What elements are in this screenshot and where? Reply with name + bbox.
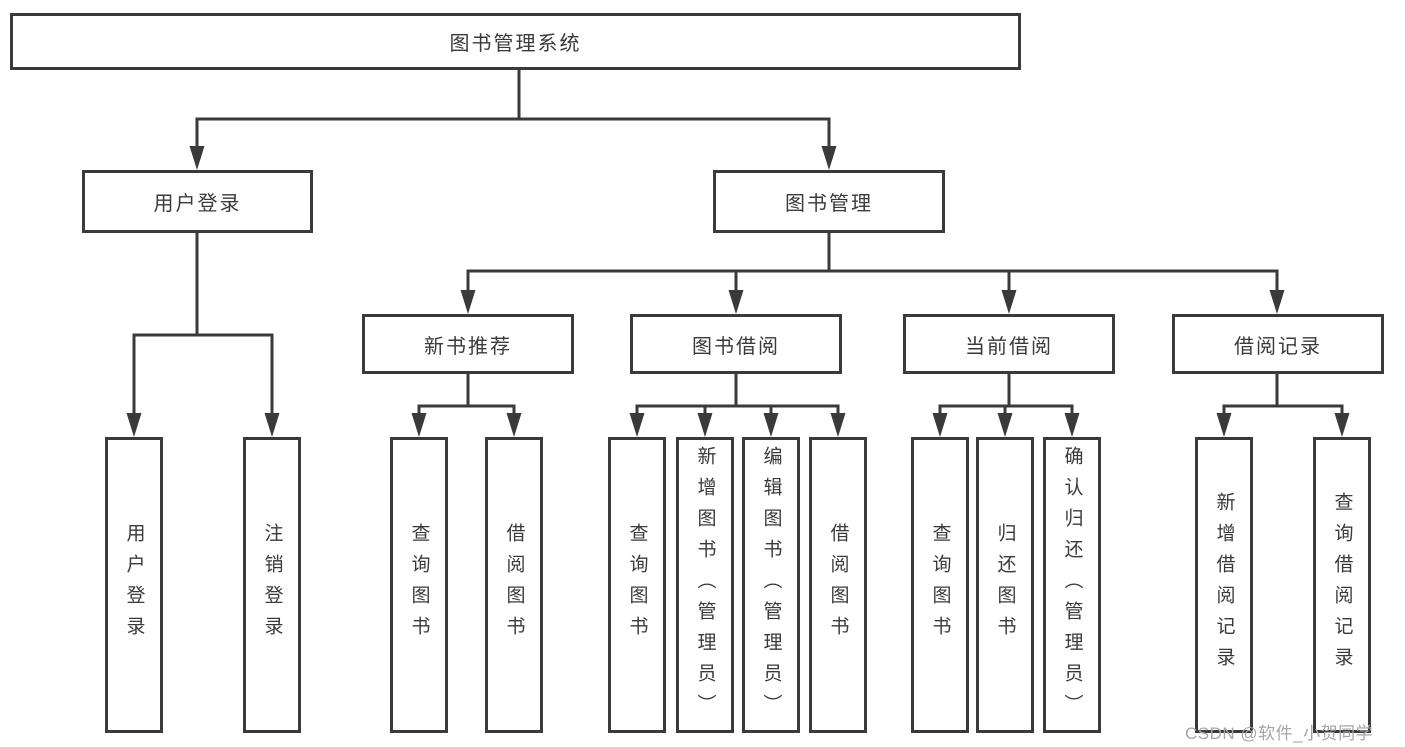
node-library-management-system: 图书管理系统 (10, 13, 1021, 70)
node-borrow-records: 借阅记录 (1172, 314, 1384, 374)
leaf-add-borrow-record: 新增借阅记录 (1195, 437, 1253, 733)
leaf-label: 编辑图书（管理员） (760, 445, 782, 725)
node-book-management: 图书管理 (713, 170, 945, 233)
leaf-label: 借阅图书 (827, 523, 849, 647)
node-new-book-recommend: 新书推荐 (362, 314, 574, 374)
leaf-label: 注销登录 (261, 523, 283, 647)
leaf-query-borrow-record: 查询借阅记录 (1313, 437, 1371, 733)
leaf-label: 借阅图书 (503, 523, 525, 647)
leaf-query-books-recommend: 查询图书 (390, 437, 448, 733)
leaf-edit-books-admin: 编辑图书（管理员） (742, 437, 800, 733)
leaf-label: 查询图书 (626, 523, 648, 647)
leaf-label: 用户登录 (123, 523, 145, 647)
node-user-login: 用户登录 (82, 170, 313, 233)
leaf-label: 新增图书（管理员） (694, 445, 716, 725)
leaf-label: 查询借阅记录 (1331, 492, 1353, 678)
leaf-borrow-books-recommend: 借阅图书 (485, 437, 543, 733)
leaf-logout-login: 注销登录 (243, 437, 301, 733)
leaf-label: 归还图书 (994, 523, 1016, 647)
node-label: 新书推荐 (424, 335, 512, 358)
watermark-text: CSDN @软件_小贺同学 (1185, 724, 1374, 743)
leaf-label: 查询图书 (929, 523, 951, 647)
leaf-label: 新增借阅记录 (1213, 492, 1235, 678)
leaf-label: 查询图书 (408, 523, 430, 647)
node-label: 图书借阅 (692, 335, 780, 358)
node-current-borrow: 当前借阅 (903, 314, 1115, 374)
leaf-query-books-current: 查询图书 (911, 437, 969, 733)
leaf-add-books-admin: 新增图书（管理员） (676, 437, 734, 733)
node-label: 当前借阅 (965, 335, 1053, 358)
node-label: 用户登录 (153, 193, 242, 215)
node-label: 图书管理 (785, 193, 873, 215)
leaf-user-login: 用户登录 (105, 437, 163, 733)
leaf-label: 确认归还（管理员） (1061, 445, 1083, 725)
node-label: 借阅记录 (1234, 335, 1322, 358)
node-label: 图书管理系统 (449, 33, 582, 55)
node-book-borrow: 图书借阅 (630, 314, 842, 374)
leaf-query-books-borrow: 查询图书 (608, 437, 666, 733)
leaf-confirm-return-admin: 确认归还（管理员） (1043, 437, 1101, 733)
leaf-return-books: 归还图书 (976, 437, 1034, 733)
leaf-borrow-books: 借阅图书 (809, 437, 867, 733)
